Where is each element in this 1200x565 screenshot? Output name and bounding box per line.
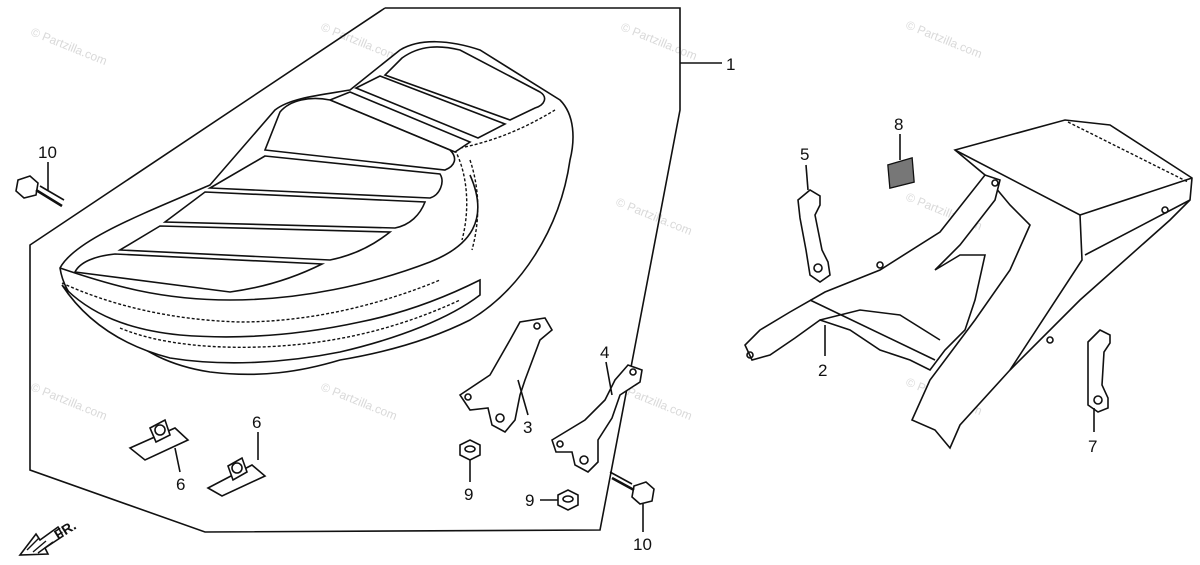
bolt-10b[interactable] [609, 471, 655, 505]
leader-line-4 [605, 361, 613, 396]
seat[interactable] [59, 40, 574, 376]
callout-2: 2 [818, 361, 827, 380]
clip-6b[interactable] [206, 456, 267, 497]
watermark: © Partzilla.com [29, 25, 109, 68]
assembly-boundary [29, 7, 681, 533]
callout-5: 5 [800, 145, 809, 164]
callout-1: 1 [726, 55, 735, 74]
seat-stitch [454, 149, 468, 241]
bolt-10a[interactable] [15, 175, 65, 208]
front-direction-marker: FR. [18, 517, 79, 556]
bracket-7[interactable] [1087, 329, 1111, 413]
seat-stitch [459, 109, 556, 149]
leader-line-6a [174, 447, 181, 473]
seat-front-pad [117, 225, 393, 261]
callout-10a: 10 [38, 143, 57, 162]
seat-front-edge [59, 174, 479, 301]
seat-bracket-3[interactable] [458, 317, 554, 434]
watermark: © Partzilla.com [319, 380, 399, 423]
nut-9b[interactable] [557, 489, 579, 511]
arrow-left-down-icon [18, 525, 65, 556]
callout-7: 7 [1088, 437, 1097, 456]
leader-line-5 [805, 164, 809, 191]
callout-6b: 6 [252, 413, 261, 432]
callout-9b: 9 [525, 491, 534, 510]
seat-cowl[interactable] [744, 119, 1193, 450]
seat-rear-pad [354, 75, 507, 139]
callout-4: 4 [600, 343, 609, 362]
callout-3: 3 [523, 418, 532, 437]
seat-stitch [119, 299, 461, 348]
callout-9a: 9 [464, 485, 473, 504]
nut-9a[interactable] [459, 439, 481, 461]
clip-6a[interactable] [128, 418, 190, 461]
watermark: © Partzilla.com [614, 195, 694, 238]
seat-front-pad [263, 97, 456, 171]
seat-rear-pad [383, 46, 546, 121]
callout-10b: 10 [633, 535, 652, 554]
label-8[interactable] [887, 156, 915, 190]
seat-front-pad [73, 253, 326, 293]
bracket-5[interactable] [797, 189, 831, 283]
seat-front-pad [207, 155, 443, 199]
watermark: © Partzilla.com [29, 380, 109, 423]
seat-front-pad [162, 191, 427, 229]
seat-stitch [469, 159, 479, 251]
watermark: © Partzilla.com [904, 18, 984, 61]
callout-6a: 6 [176, 475, 185, 494]
seat-bracket-4[interactable] [551, 364, 643, 473]
seat-base [61, 278, 481, 364]
leader-line-3 [517, 379, 529, 416]
callout-8: 8 [894, 115, 903, 134]
watermark: © Partzilla.com [619, 20, 699, 63]
